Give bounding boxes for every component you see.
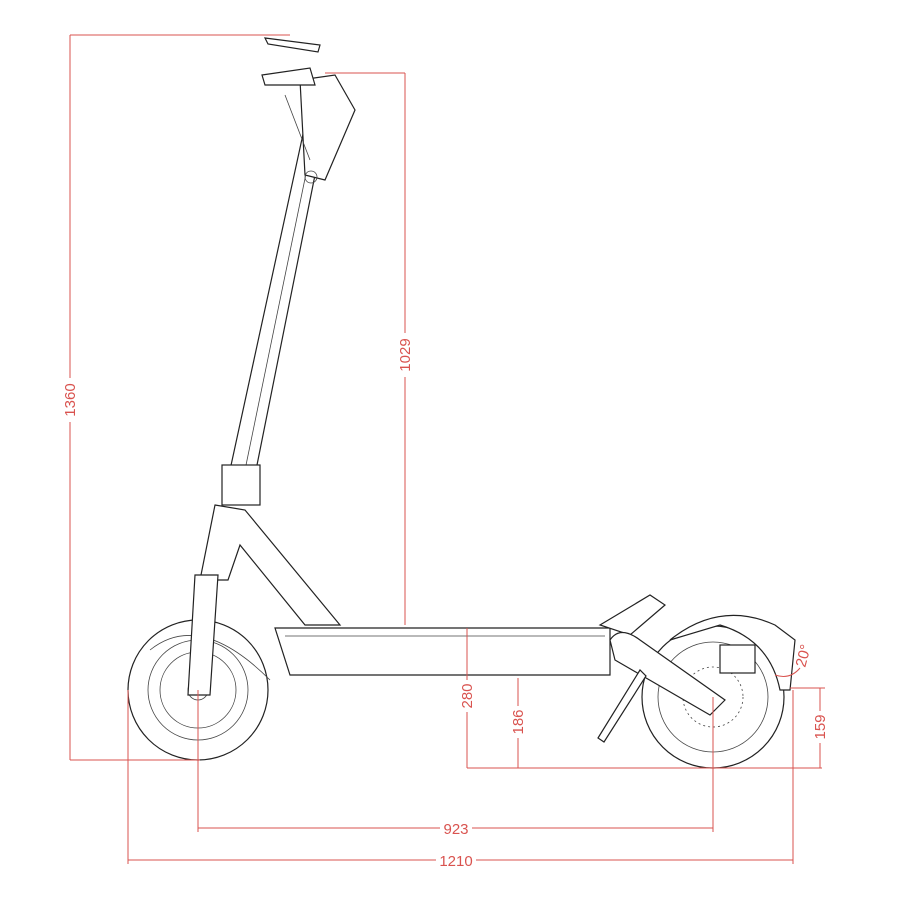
stem-head [299,74,356,181]
handlebar-height-label: 1029 [397,338,414,371]
rear-wheel [641,614,796,769]
kickstand [597,669,647,743]
handlebar-controls [261,67,316,86]
fender-height-label: 159 [812,714,829,739]
wheelbase-label: 923 [443,821,468,838]
brake-caliper [719,644,756,674]
ground-clearance-label: 186 [510,709,527,734]
deck-height-label: 280 [459,683,476,708]
frame-neck [199,504,342,626]
display [263,37,321,53]
folding-latch [221,464,261,506]
swing-arm [609,631,726,716]
front-fork [187,574,219,696]
rear-fender [669,614,796,691]
scooter-outline [127,37,796,769]
stem [229,124,326,476]
fender-angle-label: 20° [793,643,815,669]
overall-height-label: 1360 [62,383,79,416]
overall-length-label: 1210 [439,853,472,870]
deck [274,594,666,676]
dimension-labels: 1360 1029 280 186 159 20° 923 1210 [62,333,829,870]
